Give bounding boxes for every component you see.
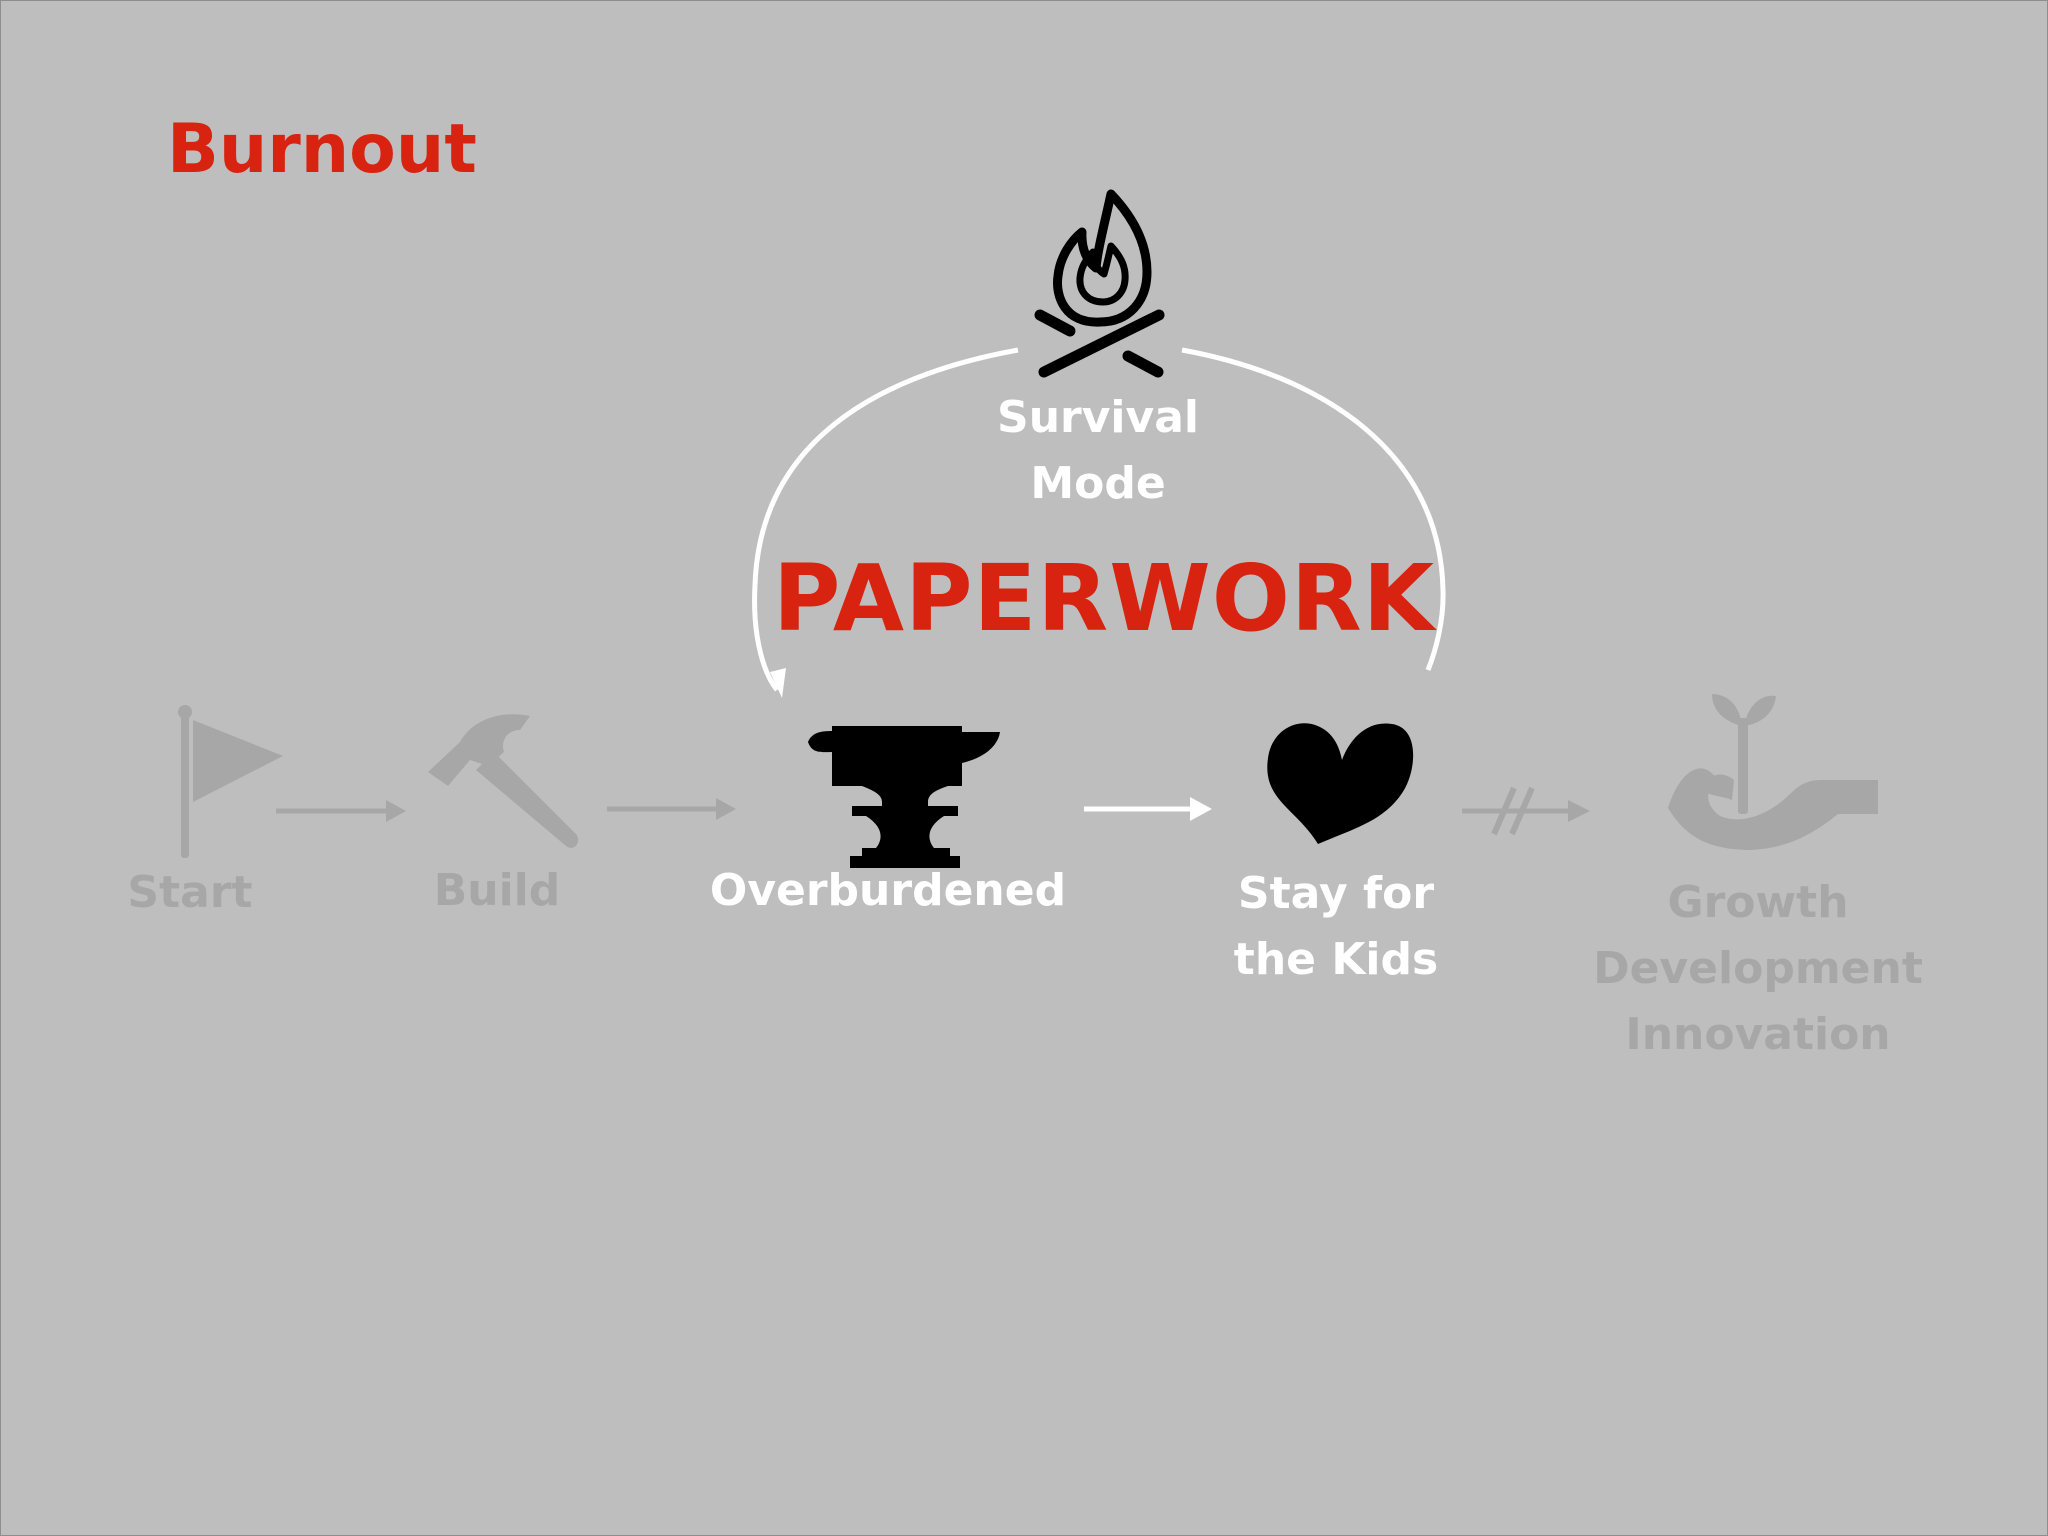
slide-title: Burnout xyxy=(167,110,477,189)
paperwork-headline: PAPERWORK xyxy=(772,545,1436,652)
stage-label-start: Start xyxy=(127,867,253,918)
stage-label-overburdened: Overburdened xyxy=(709,865,1067,916)
arrow-build-to-overburdened xyxy=(607,798,736,820)
plant-in-hand-icon xyxy=(1668,694,1878,850)
anvil-icon xyxy=(808,726,1000,868)
heart-icon xyxy=(1267,723,1414,844)
stage-label-growth: Growth Development Innovation xyxy=(1593,877,1923,1060)
stage-label-build: Build xyxy=(433,865,561,916)
survival-loop-arc-left xyxy=(752,347,1019,692)
survival-loop-arrowhead xyxy=(770,668,786,698)
survival-mode-label: Survival Mode xyxy=(997,392,1199,509)
hammer-icon xyxy=(428,714,579,848)
survival-loop-arc-right xyxy=(1181,347,1446,671)
arrow-start-to-build xyxy=(276,800,406,822)
blocked-arrow-stay-to-growth xyxy=(1462,786,1590,836)
campfire-icon xyxy=(1034,189,1165,378)
stage-label-stay-for-the-kids: Stay for the Kids xyxy=(1233,868,1439,985)
flag-icon xyxy=(178,705,283,858)
arrow-overburdened-to-stay xyxy=(1084,797,1212,821)
